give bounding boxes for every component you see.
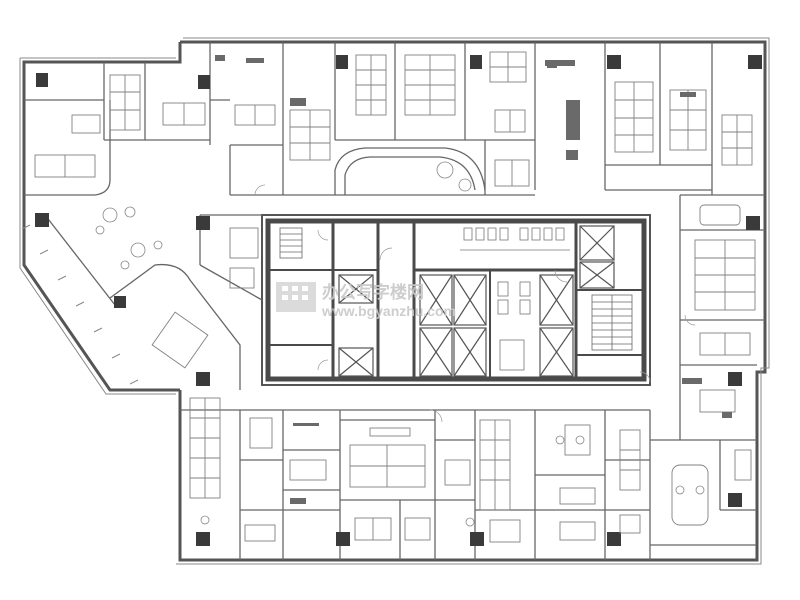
structural-columns — [35, 55, 762, 546]
watermark: 办公写字楼网 www.bgyanzhu.com — [276, 282, 456, 319]
door-swings — [254, 184, 696, 423]
interior-partitions — [24, 42, 765, 560]
window-mullions — [19, 37, 770, 565]
exterior-walls — [22, 40, 767, 562]
watermark-url: www.bgyanzhu.com — [321, 303, 456, 319]
building-core — [261, 214, 651, 386]
workstations — [34, 51, 756, 543]
chairs — [95, 161, 705, 527]
accent-furniture — [215, 55, 732, 504]
building-logo-icon — [276, 282, 316, 312]
watermark-title: 办公写字楼网 — [322, 282, 424, 302]
left-window-bays — [21, 224, 139, 385]
